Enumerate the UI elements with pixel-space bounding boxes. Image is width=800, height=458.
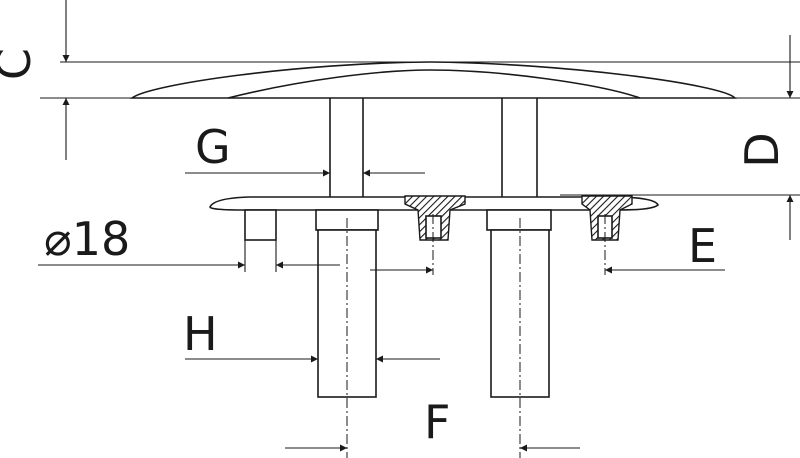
- label-d: D: [735, 132, 789, 167]
- label-e: E: [688, 219, 717, 273]
- cleat-horn: [129, 61, 737, 99]
- cleat-posts: [329, 95, 538, 199]
- dimension-diameter: [38, 240, 340, 272]
- label-h: H: [183, 307, 218, 361]
- mounting-bolts: [315, 209, 552, 398]
- label-g: G: [195, 120, 231, 174]
- label-diameter: ⌀18: [44, 212, 130, 266]
- label-f: F: [424, 395, 450, 449]
- center-lines: [346, 214, 606, 458]
- locating-stud: [244, 209, 277, 241]
- label-c: C: [0, 48, 41, 80]
